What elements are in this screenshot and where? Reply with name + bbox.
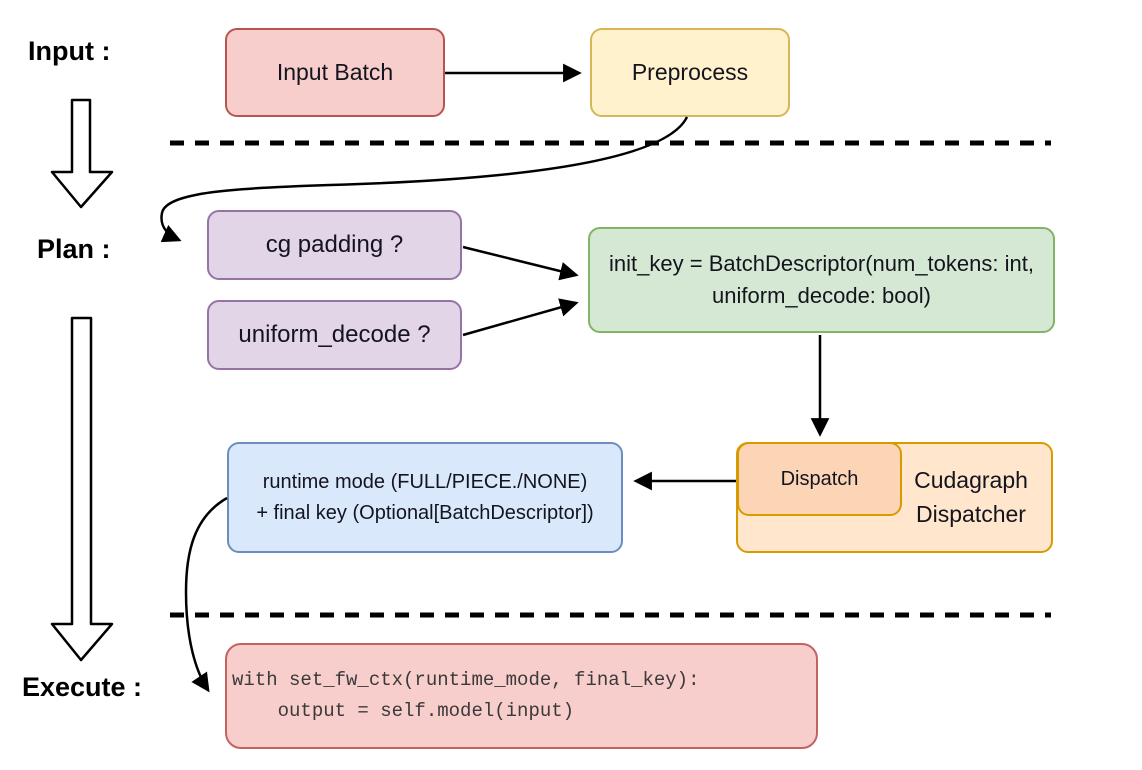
- stage-label-execute: Execute :: [22, 672, 143, 702]
- init-key-line2: uniform_decode: bool): [712, 283, 931, 308]
- stage-label-input: Input :: [28, 36, 111, 66]
- stage-label-plan: Plan :: [37, 234, 111, 264]
- stage-arrow-input-to-plan-icon: [50, 98, 114, 209]
- node-cg-padding-label: cg padding ?: [265, 231, 404, 258]
- node-cg-padding: cg padding ?: [207, 210, 462, 280]
- node-execute-code: with set_fw_ctx(runtime_mode, final_key)…: [225, 643, 818, 749]
- cudagraph-dispatcher-label: Cudagraph Dispatcher: [891, 464, 1051, 531]
- runtime-mode-label: runtime mode (FULL/PIECE./NONE) + final …: [256, 467, 593, 529]
- node-dispatch-label: Dispatch: [780, 467, 859, 490]
- runtime-line1: runtime mode (FULL/PIECE./NONE): [262, 470, 588, 493]
- arrow-cgpadding-to-initkey: [462, 245, 579, 281]
- cudagraph-line2: Dispatcher: [916, 500, 1026, 527]
- curve-runtime-to-execute: [184, 496, 228, 693]
- arrow-uniformdecode-to-initkey: [462, 298, 579, 337]
- execute-code-block: with set_fw_ctx(runtime_mode, final_key)…: [232, 665, 699, 727]
- execute-code-line1: with set_fw_ctx(runtime_mode, final_key)…: [232, 669, 700, 692]
- node-uniform-decode: uniform_decode ?: [207, 300, 462, 370]
- node-preprocess-label: Preprocess: [631, 59, 749, 85]
- node-init-key: init_key = BatchDescriptor(num_tokens: i…: [588, 227, 1055, 333]
- node-input-batch-label: Input Batch: [276, 59, 394, 85]
- node-preprocess: Preprocess: [590, 28, 790, 117]
- node-runtime-mode: runtime mode (FULL/PIECE./NONE) + final …: [227, 442, 623, 553]
- execute-code-line2: output = self.model(input): [232, 700, 575, 722]
- runtime-line2: + final key (Optional[BatchDescriptor]): [256, 501, 594, 524]
- curve-preprocess-to-cgpadding: [160, 116, 689, 243]
- node-uniform-decode-label: uniform_decode ?: [238, 321, 431, 348]
- node-input-batch: Input Batch: [225, 28, 445, 117]
- init-key-line1: init_key = BatchDescriptor(num_tokens: i…: [609, 251, 1034, 277]
- node-init-key-label: init_key = BatchDescriptor(num_tokens: i…: [609, 248, 1034, 312]
- node-dispatch: Dispatch: [737, 442, 902, 516]
- stage-arrow-plan-to-execute-icon: [50, 316, 114, 662]
- cudagraph-line1: Cudagraph: [914, 467, 1028, 494]
